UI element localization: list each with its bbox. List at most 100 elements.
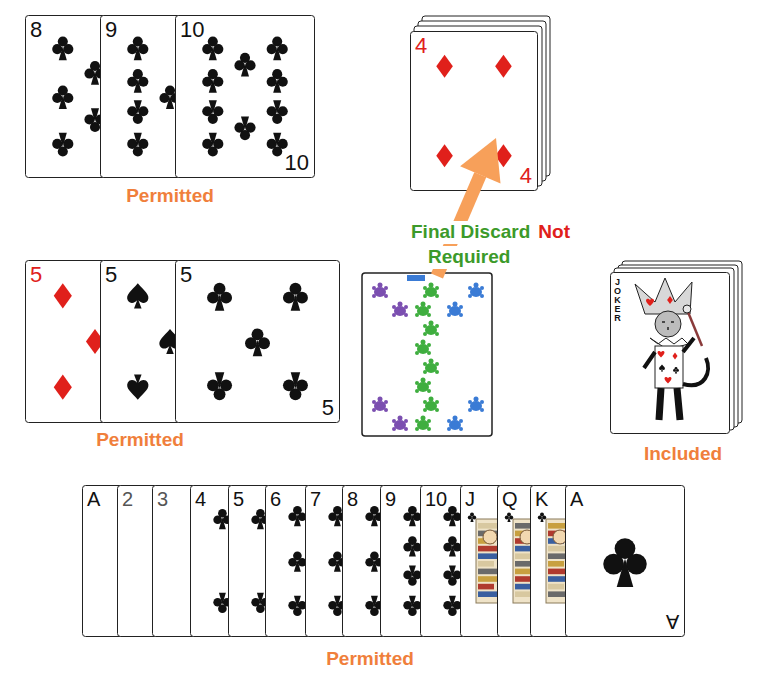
club-lobe [84,69,94,79]
card-index: 4 [520,165,532,187]
club-lobe [626,554,647,575]
club-lobe [403,601,412,610]
suit-pip [646,299,654,306]
face-stripe [478,576,497,582]
club-stem [91,108,99,122]
club-lobe [296,292,308,304]
turtle-head [398,302,403,307]
label-holder: Permitted [323,648,417,671]
turtle-leg [468,286,472,290]
turtle-leg [372,400,376,404]
club-stem [294,560,301,572]
turtle-leg [423,400,427,404]
turtle-leg [427,313,431,317]
index-holder: 4 [195,489,206,509]
turtle-leg [415,351,419,355]
club-lobe [278,77,288,87]
turtle-figure [415,340,431,356]
suit-pip [659,365,665,372]
club-stem [257,593,264,605]
club-lobe [213,106,223,116]
suit-pip [127,100,148,124]
club-lobe [246,60,256,70]
index-holder: 5 [322,397,334,419]
turtle-head [474,283,479,288]
club-lobe [127,77,137,87]
turtle-head [429,283,434,288]
playing-card: 1010 [175,15,315,178]
club-stem [470,517,473,523]
turtle-leg [427,427,431,431]
rule-label: Permitted [93,429,187,452]
index-holder: 8 [30,19,42,41]
card-face [175,260,340,423]
turtle-head [378,397,383,402]
club-lobe [234,60,244,70]
face-stripe [548,576,567,582]
club-stem [91,71,99,85]
club-lobe [220,292,232,304]
club-lobe [52,139,62,149]
index-holder: 3 [157,489,168,509]
turtle-leg [415,313,419,317]
turtle-figure [372,283,388,299]
club-lobe [673,369,676,372]
card-outline [411,32,538,191]
index-holder: 10 [425,489,447,509]
turtle-figure [423,397,439,413]
club-stem [134,46,142,60]
club-stem [449,514,456,526]
index-holder: A [87,489,100,509]
face-stripe [478,553,497,559]
suit-pip [202,69,223,93]
club-stem [273,133,281,147]
suit-pip [658,351,665,357]
club-stem [507,517,510,523]
club-lobe [213,598,222,607]
index-holder: 6 [270,489,281,509]
club-stem [134,133,142,147]
club-stem [334,514,341,526]
turtle-leg [435,370,439,374]
face-stripe [515,584,531,590]
club-lobe [127,106,137,116]
label-holder: Final Discard [408,221,533,244]
turtle-leg [423,332,427,336]
club-stem [257,517,264,529]
club-lobe [202,77,212,87]
spade-shape [127,283,148,308]
diamond-shape [667,296,673,304]
club-lobe [365,601,374,610]
suit-pip [288,506,306,526]
diamond-shape [672,353,677,360]
club-stem [334,596,341,608]
turtle-head [429,359,434,364]
club-lobe [509,516,513,520]
club-lobe [234,123,244,133]
suit-pip [267,37,288,61]
club-lobe [505,516,509,520]
club-lobe [213,44,223,54]
club-lobe [245,337,257,349]
draw-arrow-head [460,138,500,183]
deck-back [362,273,492,436]
club-stem [59,133,67,147]
rule-label: Final Discard [408,221,533,244]
club-lobe [213,139,223,149]
suit-pip [436,144,453,167]
turtle-leg [435,332,439,336]
suit-pip [202,133,223,157]
turtle-head [378,283,383,288]
card-index: 6 [270,489,281,509]
turtle-figure [392,302,408,318]
club-lobe [542,516,546,520]
card-index: 3 [157,489,168,509]
turtle-figure [415,302,431,318]
suit-pip [127,69,148,93]
rule-label: Required [425,246,513,269]
suit-pip [202,100,223,124]
card-outline [176,261,340,423]
turtle-head [421,378,426,383]
turtle-leg [427,351,431,355]
